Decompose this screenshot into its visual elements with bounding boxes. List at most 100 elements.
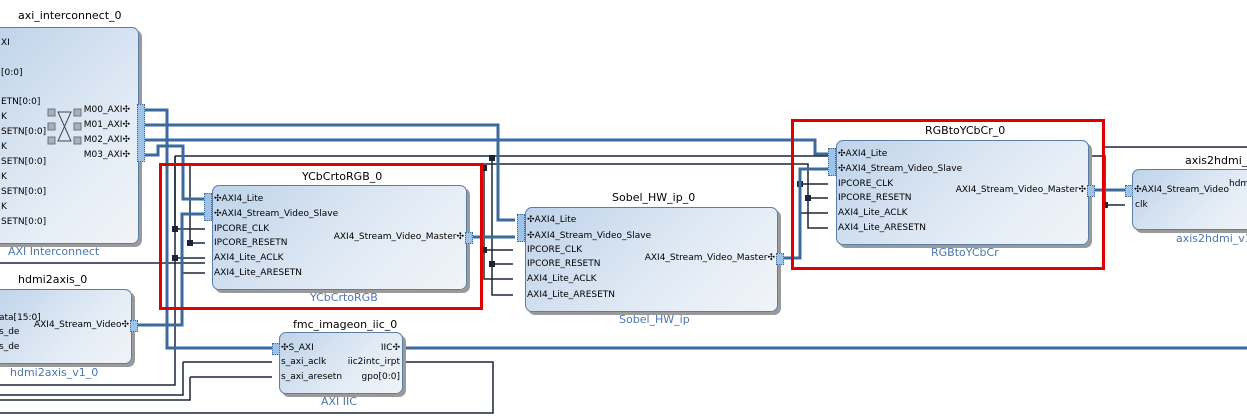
bus-connector-icon <box>1125 185 1133 197</box>
bus-connector-icon <box>465 232 473 244</box>
axis2hdmi-block[interactable]: ✣AXI4_Stream_Video clk hdmi <box>1132 169 1247 230</box>
port-axi4-lite[interactable]: ✣AXI4_Lite <box>214 194 264 204</box>
port-label: SETN[0:0] <box>1 157 47 167</box>
highlight-box <box>791 119 1105 270</box>
port-label: AXI4_Lite_ACLK <box>214 253 284 263</box>
crossbar-icon <box>47 108 82 145</box>
port-s-axi[interactable]: ✣S_AXI <box>281 343 314 353</box>
port-label: hdmi <box>1229 179 1247 189</box>
port-m02-axi[interactable]: M02_AXI✣ <box>83 135 130 145</box>
axi-interconnect-block[interactable]: XI [0:0] ETN[0:0] K SETN[0:0] K SETN[0:0… <box>0 27 139 244</box>
wire-rst <box>0 376 272 401</box>
wire-hdmi2axis <box>137 212 205 327</box>
port-label: IPCORE_CLK <box>527 245 583 255</box>
hdmi2axis-title: hdmi2axis_0 <box>18 273 88 286</box>
axis2hdmi-title: axis2hdmi_0 <box>1185 154 1247 167</box>
port-label: M03_AXI <box>83 150 123 160</box>
wire-clk <box>0 156 176 386</box>
port-label: gpo[0:0] <box>361 372 400 382</box>
wire-m00 <box>140 108 272 350</box>
port-stream-slave[interactable]: ✣AXI4_Stream_Video_Slave <box>214 209 339 219</box>
sobel-title: Sobel_HW_ip_0 <box>612 191 696 204</box>
bus-connector-icon <box>204 193 212 221</box>
port-label: [0:0] <box>1 68 23 78</box>
port-label: K <box>1 172 7 182</box>
port-stream-master[interactable]: AXI4_Stream_Video_Master✣ <box>333 232 464 242</box>
wire-clk <box>0 361 272 396</box>
port-label: clk <box>1135 200 1148 210</box>
port-label: AXI4_Lite_ARESETN <box>214 268 303 278</box>
port-label: M02_AXI <box>83 135 123 145</box>
bus-connector-icon <box>776 253 784 265</box>
port-stream-slave[interactable]: ✣AXI4_Stream_Video_Slave <box>527 231 652 241</box>
ycbcr2rgb-block[interactable]: ✣AXI4_Lite ✣AXI4_Stream_Video_Slave IPCO… <box>212 185 467 290</box>
axis2hdmi-subtitle: axis2hdmi_v1_0 <box>1176 232 1247 245</box>
wire-rst <box>491 158 513 296</box>
port-label: AXI4_Lite <box>845 149 888 159</box>
ycbcr2rgb-title: YCbCrtoRGB_0 <box>302 170 383 183</box>
sobel-block[interactable]: ✣AXI4_Lite ✣AXI4_Stream_Video_Slave IPCO… <box>525 207 778 312</box>
port-label: AXI4_Lite_ACLK <box>838 208 908 218</box>
port-label: AXI4_Stream_Video <box>33 320 122 330</box>
port-label: AXI4_Lite <box>534 215 577 225</box>
rgb2ycbcr-block[interactable]: ✣AXI4_Lite ✣AXI4_Stream_Video_Slave IPCO… <box>836 140 1089 245</box>
port-stream-master[interactable]: AXI4_Stream_Video_Master✣ <box>955 185 1086 195</box>
port-stream-video[interactable]: AXI4_Stream_Video✣ <box>33 320 129 330</box>
wire-m01 <box>140 123 515 222</box>
port-m01-axi[interactable]: M01_AXI✣ <box>83 120 130 130</box>
port-label: AXI4_Lite_ACLK <box>527 274 597 284</box>
sobel-subtitle: Sobel_HW_ip <box>619 313 690 326</box>
bus-connector-icon <box>272 343 280 355</box>
axi-interconnect-subtitle: AXI Interconnect <box>8 245 100 258</box>
iic-subtitle: AXI IIC <box>321 395 357 408</box>
port-label: IPCORE_CLK <box>214 224 270 234</box>
port-label: IPCORE_RESETN <box>214 238 288 248</box>
port-label: iic2intc_irpt <box>347 357 400 367</box>
port-label: K <box>1 112 7 122</box>
port-label: AXI4_Stream_Video_Slave <box>534 231 652 241</box>
bus-connector-icon <box>517 214 525 242</box>
bus-connector-icon <box>828 148 836 176</box>
rgb2ycbcr-title: RGBtoYCbCr_0 <box>925 124 1006 137</box>
port-iic[interactable]: IIC✣ <box>380 343 400 353</box>
port-label: s_axi_aclk <box>281 357 327 367</box>
port-axi4-lite[interactable]: ✣AXI4_Lite <box>838 149 888 159</box>
port-label: ETN[0:0] <box>1 97 41 107</box>
port-label: ata[15:0] <box>0 313 41 323</box>
port-label: SETN[0:0] <box>1 187 47 197</box>
port-label: AXI4_Stream_Video_Master <box>644 253 768 263</box>
port-label: AXI4_Lite_ARESETN <box>838 223 927 233</box>
ycbcr2rgb-subtitle: YCbCrtoRGB <box>310 291 378 304</box>
port-label: K <box>1 142 7 152</box>
port-label: IPCORE_CLK <box>838 179 894 189</box>
wire-m02 <box>140 138 830 156</box>
rgb2ycbcr-subtitle: RGBtoYCbCr <box>931 246 999 259</box>
port-label: M01_AXI <box>83 120 123 130</box>
port-stream-master[interactable]: AXI4_Stream_Video_Master✣ <box>644 253 775 263</box>
port-label: SETN[0:0] <box>1 127 47 137</box>
port-axi4-lite[interactable]: ✣AXI4_Lite <box>527 215 577 225</box>
port-label: AXI4_Stream_Video_Master <box>333 232 457 242</box>
highlight-box <box>159 163 483 310</box>
port-label: IPCORE_RESETN <box>527 259 601 269</box>
port-label: AXI4_Stream_Video <box>1141 185 1230 195</box>
hdmi2axis-block[interactable]: ata[15:0] s_de s_de AXI4_Stream_Video✣ <box>0 289 132 364</box>
port-stream-slave[interactable]: ✣AXI4_Stream_Video_Slave <box>838 164 963 174</box>
port-stream-video[interactable]: ✣AXI4_Stream_Video <box>1134 185 1230 195</box>
port-label: AXI4_Stream_Video_Slave <box>221 209 339 219</box>
port-label: IPCORE_RESETN <box>838 193 912 203</box>
iic-block[interactable]: ✣S_AXI s_axi_aclk s_axi_aresetn IIC✣ iic… <box>279 332 403 394</box>
port-label: XI <box>1 38 10 48</box>
port-label: K <box>1 202 7 212</box>
port-label: AXI4_Stream_Video_Slave <box>845 164 963 174</box>
port-label: M00_AXI <box>83 105 123 115</box>
port-label: SETN[0:0] <box>1 217 47 227</box>
port-m00-axi[interactable]: M00_AXI✣ <box>83 105 130 115</box>
hdmi2axis-subtitle: hdmi2axis_v1_0 <box>10 366 99 379</box>
bus-connector-icon <box>137 104 145 162</box>
wire-clk <box>483 168 513 280</box>
wire-m03 <box>140 144 205 201</box>
port-label: AXI4_Lite <box>221 194 264 204</box>
port-label: s_de <box>0 327 20 337</box>
port-m03-axi[interactable]: M03_AXI✣ <box>83 150 130 160</box>
